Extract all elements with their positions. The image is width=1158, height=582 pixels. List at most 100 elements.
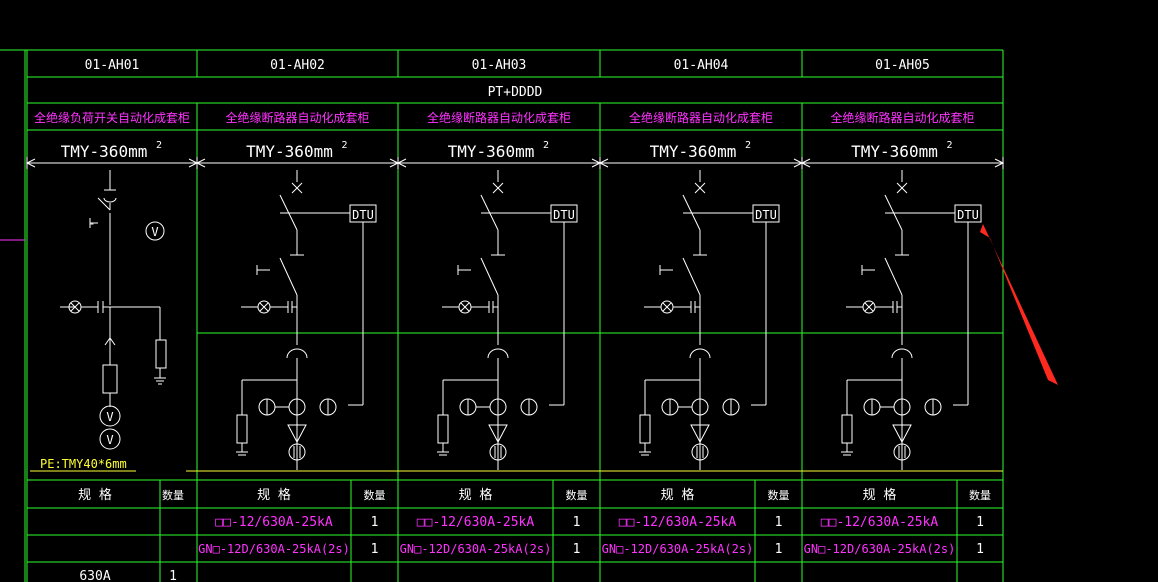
arrester-icon xyxy=(236,414,248,444)
cabinet-description: 全绝缘断路器自动化成套柜 xyxy=(427,110,571,125)
busbar-spec-superscript: 2 xyxy=(946,140,952,151)
busbar-spec-superscript: 2 xyxy=(341,140,347,151)
qty-cell: 1 xyxy=(371,542,379,557)
fuse-icon xyxy=(102,364,118,394)
breaker-circuit-5: DTU xyxy=(841,170,982,470)
qty-cell: 1 xyxy=(976,515,984,530)
surge-arrester-icon xyxy=(892,424,912,444)
spec-cell: 630A xyxy=(79,569,110,582)
lamp-cross xyxy=(662,302,672,312)
arrester-icon xyxy=(437,414,449,444)
surge-arrester-icon xyxy=(488,424,508,444)
spec-header: 规 格 xyxy=(459,487,493,503)
cabinet-id: 01-AH02 xyxy=(270,58,325,73)
dtu-label: DTU xyxy=(957,208,979,222)
qty-cell: 1 xyxy=(371,515,379,530)
breaker-circuit-3: DTU xyxy=(437,170,578,470)
qty-header: 数量 xyxy=(364,489,386,502)
pt-label: V xyxy=(106,410,113,424)
dimension-arrows xyxy=(800,158,1005,168)
busbar-spec: TMY-360mm xyxy=(61,142,148,161)
sensor-icon xyxy=(893,443,911,461)
voltmeter-icon xyxy=(145,221,165,241)
isolator-cross xyxy=(291,182,303,194)
dtu-label: DTU xyxy=(352,208,374,222)
spec-header: 规 格 xyxy=(257,487,291,503)
breaker-circuit-4: DTU xyxy=(639,170,780,470)
annotation-arrow xyxy=(980,224,1058,385)
lamp-cross xyxy=(864,302,874,312)
spec-cell: □□-12/630A-25kA xyxy=(821,515,939,530)
arrester-icon xyxy=(155,339,167,369)
cabinet-description: 全绝缘负荷开关自动化成套柜 xyxy=(34,110,190,125)
pt-secondary-icon xyxy=(99,428,121,450)
cabinet-id: 01-AH01 xyxy=(85,58,140,73)
qty-header: 数量 xyxy=(969,489,991,502)
qty-header: 数量 xyxy=(768,489,790,502)
pt-label: PT+DDDD xyxy=(488,85,543,100)
cable-head-icon xyxy=(689,348,711,359)
isolator-cross xyxy=(694,182,706,194)
isolator-cross xyxy=(896,182,908,194)
qty-cell: 1 xyxy=(573,542,581,557)
spec-cell: □□-12/630A-25kA xyxy=(619,515,737,530)
arrester-icon xyxy=(841,414,853,444)
sensor-icon xyxy=(691,443,709,461)
busbar-spec-superscript: 2 xyxy=(745,140,751,151)
qty-cell: 1 xyxy=(169,569,177,582)
table-grid xyxy=(0,49,1004,582)
busbar-spec-superscript: 2 xyxy=(543,140,549,151)
dtu-label: DTU xyxy=(755,208,777,222)
lamp-cross xyxy=(70,302,80,312)
qty-cell: 1 xyxy=(775,515,783,530)
cable-head-icon xyxy=(286,348,308,359)
annotation-layer xyxy=(980,224,1058,385)
cabinet-description: 全绝缘断路器自动化成套柜 xyxy=(629,110,773,125)
lamp-cross xyxy=(460,302,470,312)
busbar-spec: TMY-360mm xyxy=(246,142,333,161)
cabinet-id: 01-AH03 xyxy=(472,58,527,73)
qty-header: 数量 xyxy=(162,489,184,502)
surge-arrester-icon xyxy=(287,424,307,444)
cabinet-id: 01-AH05 xyxy=(875,58,930,73)
arrester-icon xyxy=(639,414,651,444)
qty-header: 数量 xyxy=(566,489,588,502)
spec-header: 规 格 xyxy=(78,487,112,503)
terminal-cap xyxy=(103,197,117,203)
pt-label: V xyxy=(106,433,113,447)
busbar-spec: TMY-360mm xyxy=(650,142,737,161)
spec-header: 规 格 xyxy=(661,487,695,503)
ground-switch-blade xyxy=(884,257,903,296)
spec-cell: GN□-12D/630A-25kA(2s) xyxy=(400,542,552,556)
qty-cell: 1 xyxy=(573,515,581,530)
busbar-spec-superscript: 2 xyxy=(156,140,162,151)
lamp-cross xyxy=(259,302,269,312)
surge-arrester-icon xyxy=(690,424,710,444)
cabinet-description: 全绝缘断路器自动化成套柜 xyxy=(225,110,369,125)
isolator-cross xyxy=(492,182,504,194)
spec-cell: GN□-12D/630A-25kA(2s) xyxy=(804,542,956,556)
cabinet-header-row: 01-AH01 全绝缘负荷开关自动化成套柜 01-AH02 全绝缘断路器自动化成套柜 0… xyxy=(25,58,1005,169)
cabinet-description: 全绝缘断路器自动化成套柜 xyxy=(830,110,974,125)
busbar-spec: TMY-360mm xyxy=(851,142,938,161)
dtu-label: DTU xyxy=(553,208,575,222)
ground-switch-blade xyxy=(682,257,701,296)
plug-icon xyxy=(104,337,116,346)
sensor-icon xyxy=(489,443,507,461)
sensor-icon xyxy=(288,443,306,461)
cabinet-id: 01-AH04 xyxy=(674,58,729,73)
pe-label: PE:TMY40*6mm xyxy=(40,457,127,471)
spec-header: 规 格 xyxy=(863,487,897,503)
qty-cell: 1 xyxy=(775,542,783,557)
busbar-spec: TMY-360mm xyxy=(448,142,535,161)
spec-cell: □□-12/630A-25kA xyxy=(417,515,535,530)
spec-cell: GN□-12D/630A-25kA(2s) xyxy=(602,542,754,556)
load-switch xyxy=(97,197,111,211)
pt-primary-icon xyxy=(99,405,121,427)
spec-cell: □□-12/630A-25kA xyxy=(215,515,333,530)
breaker-circuit-2: DTU xyxy=(236,170,377,470)
spec-cell: GN□-12D/630A-25kA(2s) xyxy=(198,542,350,556)
ground-switch-blade xyxy=(279,257,298,296)
